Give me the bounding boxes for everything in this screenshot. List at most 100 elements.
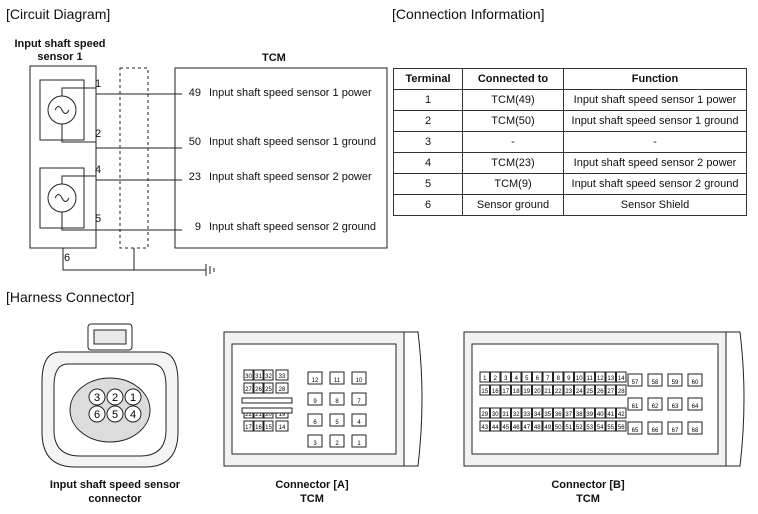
connector-b-pin: 1	[483, 376, 487, 382]
header-terminal: Terminal	[393, 68, 463, 90]
connector-a-pin-box	[253, 382, 264, 394]
connector-b-pin: 38	[576, 412, 583, 418]
circuit-wiring	[29, 65, 388, 276]
connector-b-pin-box	[521, 384, 532, 396]
cell: 3	[393, 131, 463, 153]
cell: TCM(9)	[462, 173, 564, 195]
connector-a-pin: 15	[265, 425, 272, 431]
connector-a-pin-box	[307, 392, 323, 406]
connector-a-pin: 32	[265, 374, 272, 380]
connector-b-pin-box	[521, 420, 532, 432]
connector-a-pin-box	[243, 382, 254, 394]
connector-b-pin-box	[667, 421, 683, 435]
header-function: Function	[563, 68, 747, 90]
connector-a-pin: 22	[245, 412, 252, 418]
connection-info-title: [Connection Information]	[392, 6, 545, 22]
cell: Input shaft speed sensor 1 ground	[563, 110, 747, 132]
connector-pin-2	[106, 388, 124, 406]
connector-b-pin-box	[542, 407, 553, 419]
connector-b-pin-box	[563, 420, 574, 432]
connector-a-pin-box	[263, 369, 274, 381]
tcm-pin-number: 23	[188, 171, 201, 183]
tcm-pin-label: Input shaft speed sensor 1 ground	[209, 136, 376, 148]
connector-b-pin-box	[647, 397, 663, 411]
connector-a-pin: 4	[357, 420, 361, 426]
connector-a-pin-box	[351, 413, 367, 427]
harness-connector-title: [Harness Connector]	[6, 289, 135, 305]
connector-b-pin-box	[479, 420, 490, 432]
connector-b-pin-box	[627, 373, 643, 387]
connector-pin-3	[88, 388, 106, 406]
connector-b-pin: 59	[672, 380, 679, 386]
tcm-label: TCM	[262, 52, 286, 64]
tcm-pin-number: 50	[188, 136, 201, 148]
connector-b-pin: 63	[672, 404, 679, 410]
connector-b-pin: 40	[597, 412, 604, 418]
connector-a-pin-box	[329, 392, 345, 406]
tcm-pin-label: Input shaft speed sensor 2 ground	[209, 221, 376, 233]
connector-b-pin: 9	[567, 376, 571, 382]
connector-b-pin-box	[574, 420, 585, 432]
sensor-label: Input shaft speed sensor 1	[14, 38, 106, 63]
connector-b-pin: 55	[607, 425, 614, 431]
connector-b-pin: 66	[652, 428, 659, 434]
connector-b-pin: 28	[618, 389, 625, 395]
connector-b-pin: 52	[576, 425, 583, 431]
connector-b-pin-box	[667, 397, 683, 411]
connector-b-pin: 8	[557, 376, 561, 382]
connector-b-pin: 2	[494, 376, 498, 382]
cell: Input shaft speed sensor 2 power	[563, 152, 747, 174]
wire-pin6	[62, 248, 206, 271]
pin-text-1: 1	[130, 392, 136, 404]
connector-b-pin-box	[553, 384, 564, 396]
connector-b-pin-box	[500, 384, 511, 396]
connector-b-pin-box	[511, 420, 522, 432]
connector-b-pin: 62	[652, 404, 659, 410]
sensor-connector-caption: Input shaft speed sensor connector	[30, 478, 200, 506]
connector-a-pin-box	[275, 369, 289, 381]
connector-b-pin-box	[574, 384, 585, 396]
connector-a-pin-box	[329, 371, 345, 385]
connector-b-caption: Connector [B] TCM	[528, 478, 648, 506]
connector-b-pin: 4	[515, 376, 519, 382]
tcm-pin-label: Input shaft speed sensor 2 power	[209, 171, 372, 183]
connector-a-pin-box	[307, 413, 323, 427]
connector-a-pin: 9	[313, 399, 317, 405]
pin-label-1: 1	[95, 78, 102, 90]
connector-b-pin-box	[479, 371, 490, 383]
connector-a-pin-box	[275, 382, 289, 394]
connector-a-pin-box	[351, 392, 367, 406]
connector-b-pin-box	[605, 384, 616, 396]
connector-b-pin: 65	[632, 428, 639, 434]
connector-b-pin: 43	[481, 425, 488, 431]
connector-b-pin: 57	[632, 380, 639, 386]
cell: TCM(23)	[462, 152, 564, 174]
cell: TCM(49)	[462, 89, 564, 111]
pin-text-3: 3	[94, 392, 100, 404]
connector-b-pin: 68	[692, 428, 699, 434]
connector-a-pin-box	[351, 371, 367, 385]
connector-b-pin-box	[616, 407, 627, 419]
connector-b-pin-box	[511, 371, 522, 383]
connector-a-pin: 16	[255, 425, 262, 431]
connector-a-pin-box	[275, 420, 289, 432]
cell: Input shaft speed sensor 1 power	[563, 89, 747, 111]
connector-b-pin: 31	[502, 412, 509, 418]
connector-b-pin-box	[687, 421, 703, 435]
connector-b-pin-box	[511, 407, 522, 419]
connector-b-pin: 37	[565, 412, 572, 418]
connector-b-pin: 45	[502, 425, 509, 431]
connector-b-pin-box	[605, 407, 616, 419]
connector-a-pin: 19	[279, 412, 286, 418]
connector-a-pin: 17	[245, 425, 252, 431]
connector-b-pin: 46	[513, 425, 520, 431]
connector-a-pin: 20	[265, 412, 272, 418]
connector-b-pin: 7	[546, 376, 550, 382]
connector-b-pin: 32	[513, 412, 520, 418]
connector-a-pin-box	[263, 382, 274, 394]
caption-line: Connector [A]	[275, 479, 349, 491]
